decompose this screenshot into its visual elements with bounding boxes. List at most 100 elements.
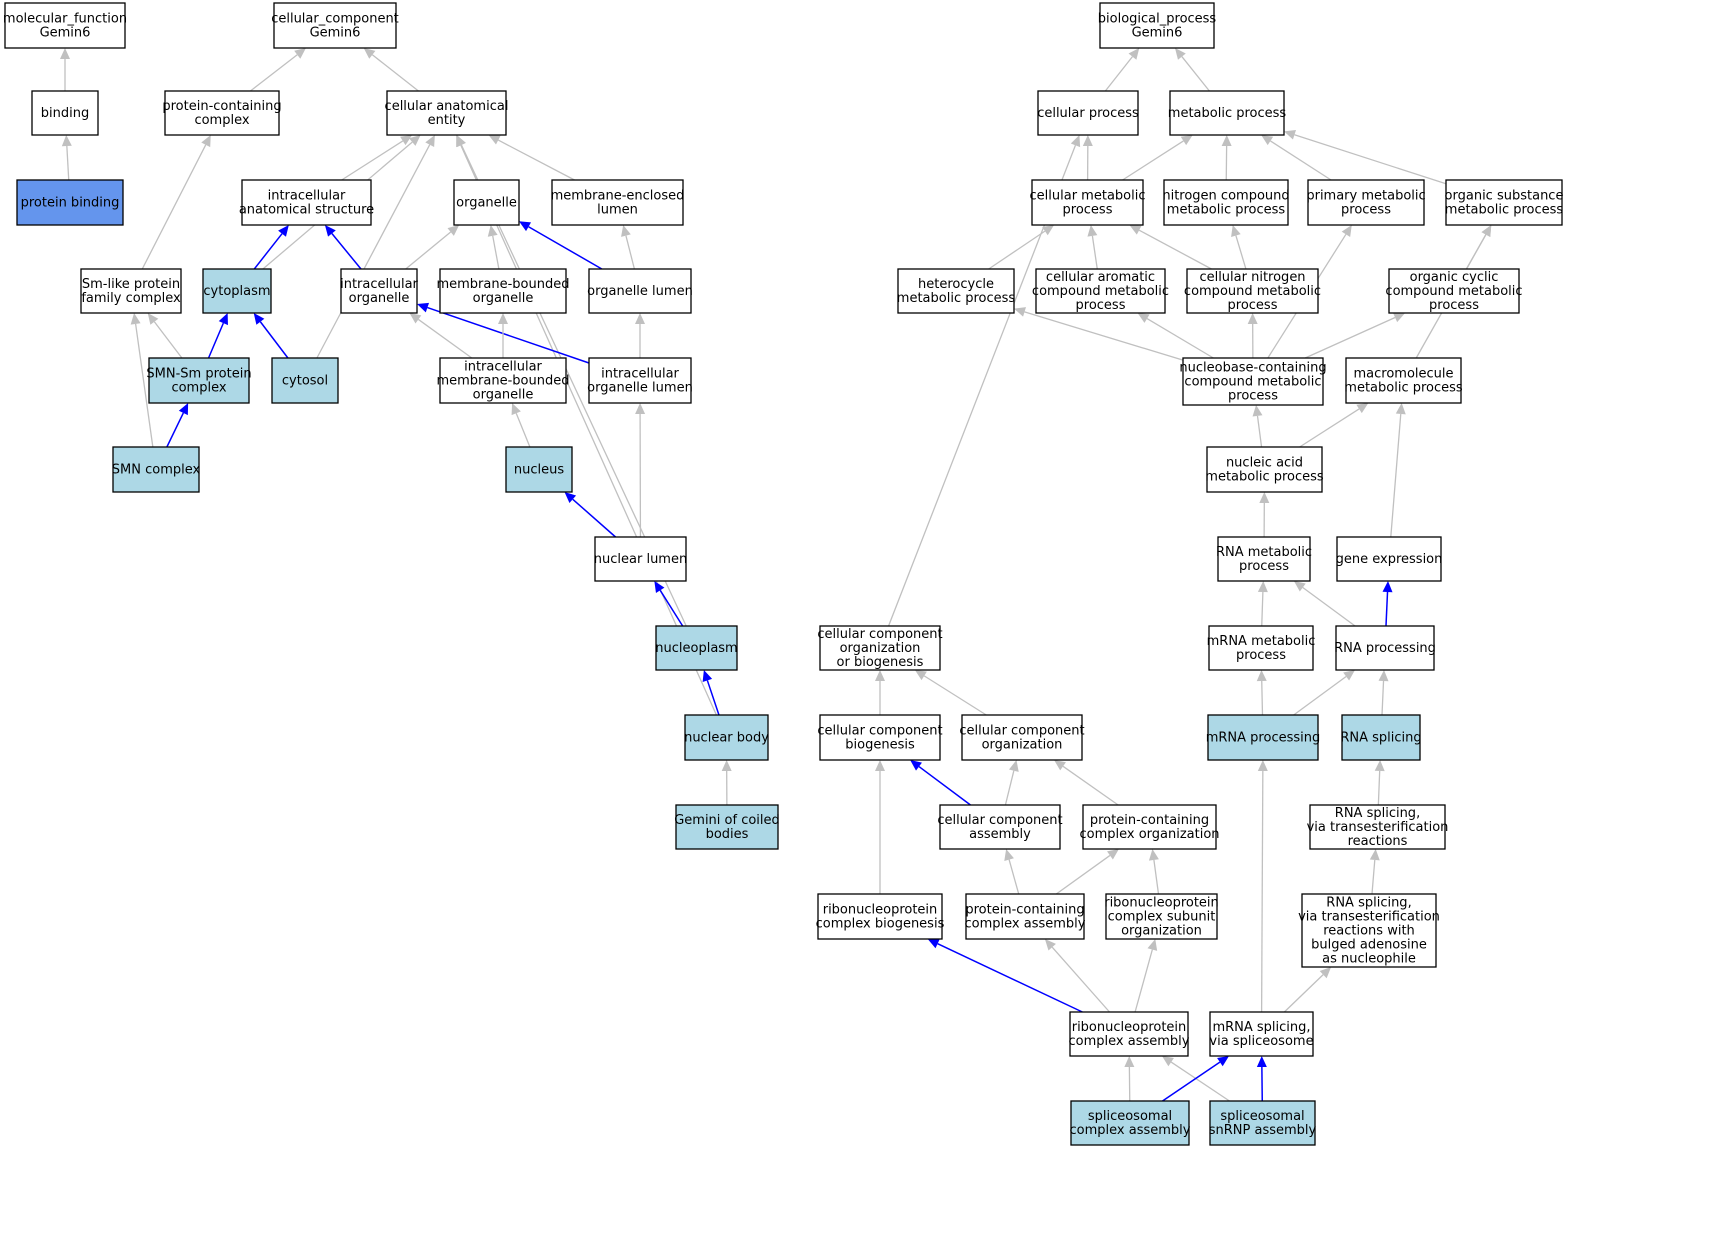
node-box[interactable] — [164, 90, 280, 136]
node-ol[interactable]: organelle lumen — [587, 268, 693, 314]
node-box[interactable] — [588, 357, 692, 404]
node-box[interactable] — [1037, 90, 1139, 136]
node-box[interactable] — [505, 446, 573, 493]
node-mrnaproc[interactable]: mRNA processing — [1206, 714, 1321, 761]
node-box[interactable] — [1207, 714, 1319, 761]
node-box[interactable] — [1209, 1011, 1314, 1057]
node-box[interactable] — [148, 357, 250, 404]
node-box[interactable] — [594, 536, 687, 582]
node-box[interactable] — [939, 804, 1061, 850]
node-nl[interactable]: nuclear lumen — [594, 536, 687, 582]
node-box[interactable] — [551, 179, 684, 226]
node-box[interactable] — [588, 268, 692, 314]
node-box[interactable] — [1335, 625, 1435, 671]
node-box[interactable] — [202, 268, 272, 314]
node-box[interactable] — [817, 893, 943, 940]
node-box[interactable] — [1301, 893, 1437, 968]
node-box[interactable] — [453, 179, 520, 226]
node-rsvt[interactable]: RNA splicing,via transesterificationreac… — [1307, 804, 1449, 850]
node-cp[interactable]: cellular process — [1037, 90, 1139, 136]
node-ge[interactable]: gene expression — [1336, 536, 1443, 582]
node-box[interactable] — [1069, 1011, 1189, 1057]
node-box[interactable] — [271, 357, 339, 404]
node-box[interactable] — [80, 268, 182, 314]
node-box[interactable] — [241, 179, 372, 226]
node-box[interactable] — [340, 268, 418, 314]
node-box[interactable] — [819, 714, 941, 761]
node-nucleus[interactable]: nucleus — [505, 446, 573, 493]
node-box[interactable] — [1336, 536, 1442, 582]
node-box[interactable] — [1309, 804, 1446, 850]
node-smn[interactable]: SMN complex — [112, 446, 201, 493]
node-mp[interactable]: metabolic process — [1168, 90, 1287, 136]
node-box[interactable] — [1031, 179, 1144, 226]
node-box[interactable] — [1182, 357, 1324, 406]
node-box[interactable] — [112, 446, 200, 493]
node-protein_binding[interactable]: protein binding — [16, 179, 124, 226]
node-box[interactable] — [1082, 804, 1217, 850]
node-box[interactable] — [1217, 536, 1311, 582]
node-rs[interactable]: RNA splicing — [1340, 714, 1422, 761]
node-box[interactable] — [1105, 893, 1218, 940]
node-box[interactable] — [439, 268, 567, 314]
node-box[interactable] — [1070, 1100, 1190, 1146]
node-box[interactable] — [675, 804, 779, 850]
node-box[interactable] — [684, 714, 769, 761]
node-box[interactable] — [655, 625, 738, 671]
node-binding[interactable]: binding — [31, 90, 99, 136]
node-msvs[interactable]: mRNA splicing,via spliceosome — [1209, 1011, 1314, 1057]
node-box[interactable] — [1206, 446, 1323, 493]
node-organelle[interactable]: organelle — [453, 179, 520, 226]
node-box[interactable] — [965, 893, 1085, 940]
node-box[interactable] — [1099, 2, 1215, 49]
node-box[interactable] — [4, 2, 126, 49]
node-box[interactable] — [31, 90, 99, 136]
node-box[interactable] — [1445, 179, 1563, 226]
node-box[interactable] — [961, 714, 1083, 761]
node-rsvtb[interactable]: RNA splicing,via transesterificationreac… — [1298, 893, 1440, 968]
node-box[interactable] — [897, 268, 1015, 314]
node-box[interactable] — [386, 90, 507, 136]
node-cytosol[interactable]: cytosol — [271, 357, 339, 404]
node-np[interactable]: nucleoplasm — [655, 625, 738, 671]
node-box[interactable] — [1186, 268, 1319, 314]
node-box[interactable] — [16, 179, 124, 226]
node-box[interactable] — [273, 2, 397, 49]
node-box[interactable] — [1169, 90, 1285, 136]
